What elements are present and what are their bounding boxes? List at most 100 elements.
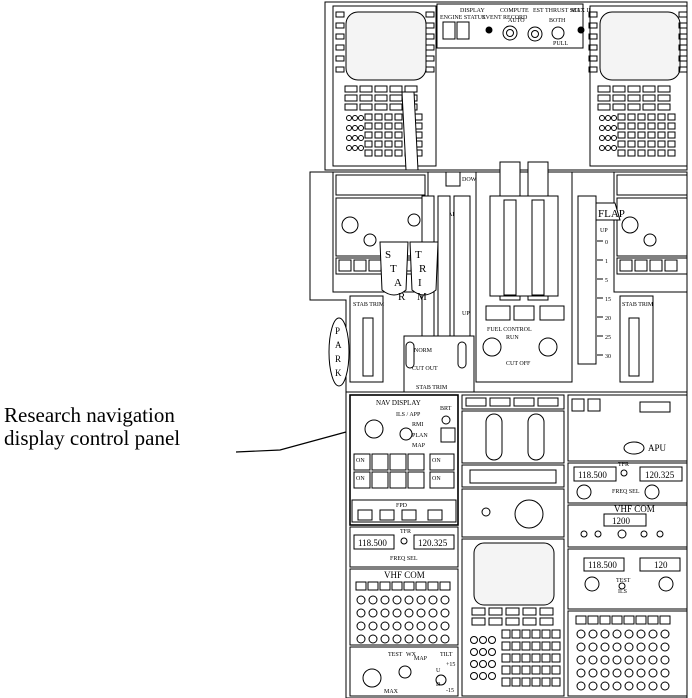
right-audio-volume-knob[interactable] — [624, 681, 634, 691]
fpd-button-4[interactable] — [427, 509, 443, 521]
right-cdu-alpha-key[interactable] — [617, 140, 626, 148]
max-ind-reset-knob[interactable] — [577, 26, 585, 34]
left-audio-volume-knob[interactable] — [368, 621, 378, 631]
right-cdu-lsk-right[interactable] — [678, 44, 688, 51]
center-cdu-function-key[interactable] — [471, 617, 486, 626]
left-cdu-alpha-key[interactable] — [374, 131, 383, 139]
left-audio-volume-knob[interactable] — [380, 595, 390, 605]
right-com-knob-5[interactable] — [656, 530, 664, 538]
right-cdu-lsk-left[interactable] — [588, 44, 598, 51]
center-cdu-alpha-key[interactable] — [511, 629, 521, 639]
center-cdu-alpha-key[interactable] — [551, 641, 561, 651]
left-cdu-function-key[interactable] — [374, 85, 388, 93]
left-audio-volume-knob[interactable] — [404, 634, 414, 644]
center-cdu-function-key[interactable] — [522, 617, 537, 626]
wx-tilt-knob[interactable] — [435, 674, 447, 686]
left-cdu-number-key[interactable] — [346, 125, 352, 131]
speed-brake-lever[interactable] — [401, 91, 419, 171]
left-cdu-function-key[interactable] — [374, 103, 388, 111]
right-cdu-alpha-key[interactable] — [647, 140, 656, 148]
left-cdu-lsk-left[interactable] — [335, 22, 345, 29]
nav-mode-button[interactable] — [389, 471, 407, 489]
left-cdu-alpha-key[interactable] — [374, 122, 383, 130]
center-cdu-alpha-key[interactable] — [521, 653, 531, 663]
left-cdu-alpha-key[interactable] — [384, 131, 393, 139]
right-tfr-switch[interactable] — [620, 469, 628, 477]
left-audio-volume-knob[interactable] — [392, 634, 402, 644]
center-cdu-function-key[interactable] — [488, 617, 503, 626]
right-audio-volume-knob[interactable] — [600, 629, 610, 639]
right-cdu-alpha-key[interactable] — [647, 113, 656, 121]
right-cdu-alpha-key[interactable] — [627, 113, 636, 121]
center-cdu-function-key[interactable] — [471, 607, 486, 616]
right-cdu-alpha-key[interactable] — [657, 131, 666, 139]
right-cdu-alpha-key[interactable] — [627, 131, 636, 139]
left-cdu-function-key[interactable] — [359, 103, 373, 111]
center-cdu-alpha-key[interactable] — [521, 629, 531, 639]
left-cdu-alpha-key[interactable] — [394, 113, 403, 121]
center-cdu-alpha-key[interactable] — [511, 641, 521, 651]
center-cdu-alpha-key[interactable] — [511, 665, 521, 675]
left-cdu-lsk-left[interactable] — [335, 66, 345, 73]
right-audio-volume-knob[interactable] — [612, 655, 622, 665]
right-audio-mic-button[interactable] — [575, 615, 587, 625]
left-audio-volume-knob[interactable] — [368, 595, 378, 605]
left-cutout-switch[interactable] — [405, 341, 415, 369]
apu-selector[interactable] — [623, 441, 645, 455]
right-audio-volume-knob[interactable] — [660, 629, 670, 639]
center-cdu-alpha-key[interactable] — [531, 653, 541, 663]
right-cdu-alpha-key[interactable] — [667, 122, 676, 130]
left-audio-volume-knob[interactable] — [440, 608, 450, 618]
right-com-knob-4[interactable] — [640, 530, 648, 538]
left-audio-mic-button[interactable] — [439, 581, 451, 591]
center-cdu-function-key[interactable] — [539, 617, 554, 626]
right-cdu-function-key[interactable] — [612, 103, 626, 111]
left-cdu-number-key[interactable] — [358, 145, 364, 151]
left-audio-volume-knob[interactable] — [416, 608, 426, 618]
left-cdu-number-key[interactable] — [352, 145, 358, 151]
mode-selector-knob[interactable] — [399, 427, 413, 441]
center-cdu-number-key[interactable] — [488, 648, 496, 656]
display-button[interactable] — [456, 21, 470, 40]
vor-knob-left[interactable] — [584, 576, 600, 592]
right-audio-volume-knob[interactable] — [576, 668, 586, 678]
left-audio-volume-knob[interactable] — [404, 621, 414, 631]
left-audio-volume-knob[interactable] — [380, 608, 390, 618]
center-cdu-alpha-key[interactable] — [521, 677, 531, 687]
left-audio-volume-knob[interactable] — [368, 634, 378, 644]
left-audio-mic-button[interactable] — [367, 581, 379, 591]
left-cdu-number-key[interactable] — [352, 135, 358, 141]
wx-gain-knob[interactable] — [362, 668, 382, 688]
right-cdu-alpha-key[interactable] — [637, 140, 646, 148]
right-audio-mic-button[interactable] — [587, 615, 599, 625]
center-cdu-alpha-key[interactable] — [551, 653, 561, 663]
nav-mode-button[interactable] — [353, 471, 371, 489]
center-cdu-alpha-key[interactable] — [501, 641, 511, 651]
vor-knob-right[interactable] — [658, 576, 674, 592]
right-cdu-number-key[interactable] — [605, 115, 611, 121]
right-audio-volume-knob[interactable] — [624, 655, 634, 665]
center-cdu-number-key[interactable] — [488, 672, 496, 680]
right-cdu-lsk-right[interactable] — [678, 33, 688, 40]
center-cdu-number-key[interactable] — [479, 636, 487, 644]
left-cdu-alpha-key[interactable] — [364, 122, 373, 130]
right-cdu-alpha-key[interactable] — [627, 140, 636, 148]
left-cdu-alpha-key[interactable] — [374, 149, 383, 157]
center-cdu-number-key[interactable] — [488, 660, 496, 668]
right-audio-volume-knob[interactable] — [576, 629, 586, 639]
right-cdu-number-key[interactable] — [611, 125, 617, 131]
right-range-knob[interactable] — [621, 216, 639, 234]
left-audio-volume-knob[interactable] — [416, 595, 426, 605]
left-cdu-alpha-key[interactable] — [384, 122, 393, 130]
center-cdu-alpha-key[interactable] — [551, 665, 561, 675]
left-audio-volume-knob[interactable] — [368, 608, 378, 618]
right-audio-volume-knob[interactable] — [600, 668, 610, 678]
center-cdu-function-key[interactable] — [505, 617, 520, 626]
nav-mode-button[interactable] — [389, 453, 407, 471]
right-cdu-function-key[interactable] — [657, 85, 671, 93]
right-cdu-lsk-left[interactable] — [588, 33, 598, 40]
right-cdu-alpha-key[interactable] — [617, 113, 626, 121]
right-cdu-number-key[interactable] — [599, 125, 605, 131]
right-audio-volume-knob[interactable] — [588, 642, 598, 652]
left-audio-volume-knob[interactable] — [356, 608, 366, 618]
